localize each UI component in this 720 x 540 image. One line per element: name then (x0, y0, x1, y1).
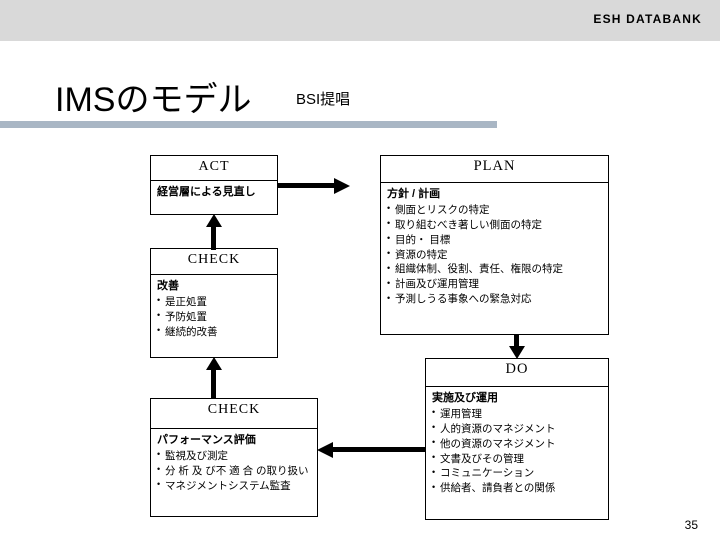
bullet-list-plan: 側面とリスクの特定 取り組むべき著しい側面の特定 目的・ 目標 資源の特定 組織… (387, 202, 603, 307)
box-header-act: ACT (151, 156, 277, 181)
arrow-shaft (514, 335, 519, 348)
box-header-check-top: CHECK (151, 249, 277, 275)
list-item: 予測しうる事象への緊急対応 (387, 292, 603, 307)
list-item: コミュニケーション (432, 466, 603, 481)
box-body-do: 実施及び運用 運用管理 人的資源のマネジメント 他の資源のマネジメント 文書及び… (426, 387, 608, 500)
list-item: 文書及びその管理 (432, 451, 603, 467)
arrow-shaft (211, 225, 216, 250)
list-item: 側面とリスクの特定 (387, 202, 603, 218)
arrow-head (334, 178, 350, 194)
arrow-up-icon (206, 357, 222, 399)
list-item: 他の資源のマネジメント (432, 436, 603, 452)
list-item: 分 析 及 び不 適 合 の取り扱い (157, 463, 312, 479)
arrow-head (509, 346, 525, 359)
list-item: 目的・ 目標 (387, 232, 603, 248)
arrow-head (206, 357, 222, 370)
box-body-act: 経営層による見直し (151, 181, 277, 205)
list-item: 継続的改善 (157, 324, 272, 340)
arrow-head (317, 442, 333, 458)
list-item: 資源の特定 (387, 247, 603, 263)
box-header-check-bottom: CHECK (151, 399, 317, 429)
bullet-list-check-bottom: 監視及び測定 分 析 及 び不 適 合 の取り扱い マネジメントシステム監査 (157, 448, 312, 494)
arrow-left-icon (317, 442, 426, 458)
box-body-title-do: 実施及び運用 (432, 392, 498, 404)
arrow-up-icon (206, 214, 222, 250)
list-item: 計画及び運用管理 (387, 277, 603, 292)
header-band (0, 0, 720, 41)
brand-title: ESH DATABANK (593, 12, 702, 26)
list-item: 監視及び測定 (157, 448, 312, 464)
arrow-head (206, 214, 222, 227)
list-item: 予防処置 (157, 309, 272, 325)
flow-box-plan: PLAN 方針 / 計画 側面とリスクの特定 取り組むべき著しい側面の特定 目的… (380, 155, 609, 335)
box-body-title-check-top: 改善 (157, 280, 179, 292)
box-body-title-plan: 方針 / 計画 (387, 188, 441, 200)
list-item: 是正処置 (157, 294, 272, 310)
list-item: 組織体制、役割、責任、権限の特定 (387, 262, 603, 277)
box-body-check-top: 改善 是正処置 予防処置 継続的改善 (151, 275, 277, 344)
arrow-shaft (278, 183, 336, 188)
arrow-shaft (211, 368, 216, 399)
arrow-shaft (331, 447, 426, 452)
list-item: 取り組むべき著しい側面の特定 (387, 217, 603, 233)
box-header-do: DO (426, 359, 608, 387)
title-divider (0, 121, 497, 128)
arrow-down-icon (509, 335, 525, 359)
box-body-title-act: 経営層による見直し (157, 186, 256, 198)
flow-box-do: DO 実施及び運用 運用管理 人的資源のマネジメント 他の資源のマネジメント 文… (425, 358, 609, 520)
list-item: 人的資源のマネジメント (432, 421, 603, 437)
box-header-plan: PLAN (381, 156, 608, 183)
list-item: 供給者、請負者との関係 (432, 481, 603, 496)
page-subtitle: BSI提唱 (296, 91, 351, 108)
box-body-title-check-bottom: パフォーマンス評価 (157, 434, 256, 446)
list-item: マネジメントシステム監査 (157, 478, 312, 494)
page-title: IMSのモデル (55, 81, 252, 119)
bullet-list-check-top: 是正処置 予防処置 継続的改善 (157, 294, 272, 340)
bullet-list-do: 運用管理 人的資源のマネジメント 他の資源のマネジメント 文書及びその管理 コミ… (432, 406, 603, 496)
box-body-plan: 方針 / 計画 側面とリスクの特定 取り組むべき著しい側面の特定 目的・ 目標 … (381, 183, 608, 311)
page-number: 35 (684, 518, 698, 532)
box-body-check-bottom: パフォーマンス評価 監視及び測定 分 析 及 び不 適 合 の取り扱い マネジメ… (151, 429, 317, 498)
flow-box-act: ACT 経営層による見直し (150, 155, 278, 215)
list-item: 運用管理 (432, 406, 603, 422)
flow-box-check-top: CHECK 改善 是正処置 予防処置 継続的改善 (150, 248, 278, 358)
arrow-right-icon (278, 178, 350, 194)
flow-box-check-bottom: CHECK パフォーマンス評価 監視及び測定 分 析 及 び不 適 合 の取り扱… (150, 398, 318, 517)
